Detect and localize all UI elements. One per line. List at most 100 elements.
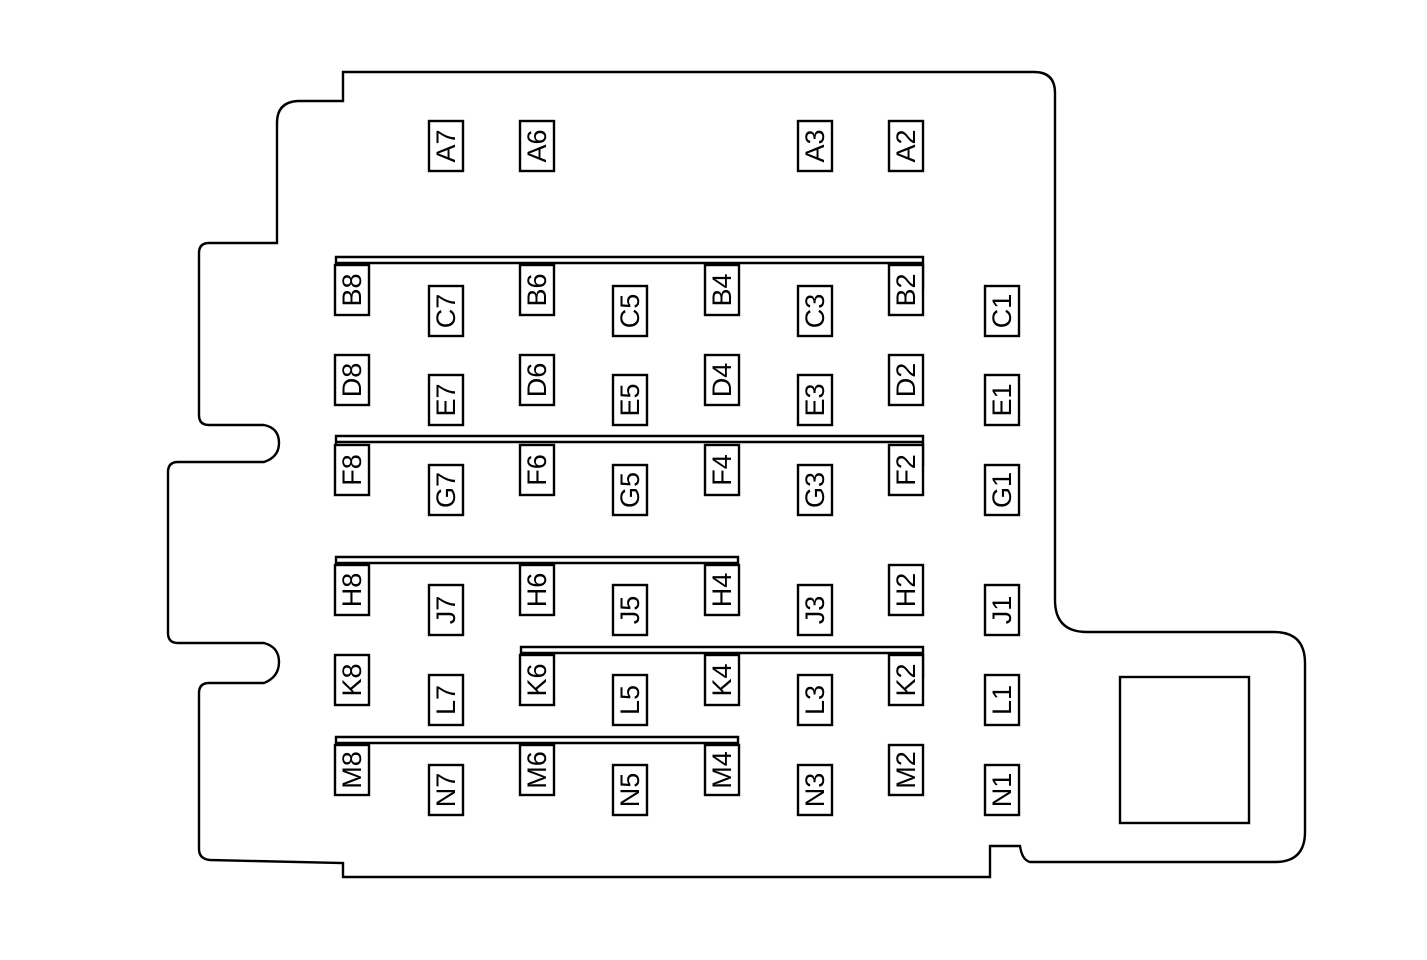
fuse-cell-l3: L3 <box>796 673 834 727</box>
fuse-cell-box <box>703 743 741 797</box>
fuse-cell-box <box>983 463 1021 517</box>
fuse-cell-label: K2 <box>891 663 921 696</box>
fuse-cell-c1: C1 <box>983 284 1021 338</box>
fuse-cell-box <box>518 263 556 317</box>
fuse-cell-label: A6 <box>522 129 552 162</box>
fuse-cell-box <box>611 583 649 637</box>
fuse-cell-b6: B6 <box>518 263 556 317</box>
fuse-cell-e1: E1 <box>983 373 1021 427</box>
fuse-cell-label: L1 <box>987 685 1017 715</box>
fuse-cell-box <box>333 263 371 317</box>
fuse-cell-h2: H2 <box>887 563 925 617</box>
fuse-cell-label: K6 <box>522 663 552 696</box>
fuse-cell-label: H8 <box>337 573 367 608</box>
fuse-cell-box <box>887 653 925 707</box>
fuse-cell-label: B2 <box>891 273 921 306</box>
fuse-cell-label: N5 <box>615 773 645 808</box>
fuse-cell-n5: N5 <box>611 763 649 817</box>
fuse-cell-label: J7 <box>431 596 461 625</box>
fuse-cell-label: M8 <box>337 751 367 789</box>
fuse-cell-label: K8 <box>337 663 367 696</box>
fuse-cell-k4: K4 <box>703 653 741 707</box>
fuse-cell-n7: N7 <box>427 763 465 817</box>
fuse-cell-box <box>518 443 556 497</box>
fuse-cell-box <box>703 563 741 617</box>
fuse-cell-box <box>518 353 556 407</box>
fuse-cell-label: D4 <box>707 363 737 398</box>
fuse-cell-a6: A6 <box>518 119 556 173</box>
fuse-cell-box <box>518 119 556 173</box>
fuse-cell-box <box>611 373 649 427</box>
fuse-cell-d8: D8 <box>333 353 371 407</box>
fuse-cell-d4: D4 <box>703 353 741 407</box>
fuse-cell-box <box>983 583 1021 637</box>
fuse-cell-label: N1 <box>987 773 1017 808</box>
fuse-cell-box <box>611 763 649 817</box>
fuse-cell-box <box>427 373 465 427</box>
fuse-cell-d6: D6 <box>518 353 556 407</box>
fuse-cell-label: G5 <box>615 472 645 508</box>
bus-bar-top <box>334 255 925 289</box>
fuse-cell-e7: E7 <box>427 373 465 427</box>
fuse-cell-a3: A3 <box>796 119 834 173</box>
fuse-cell-label: G7 <box>431 472 461 508</box>
fuse-cell-label: L7 <box>431 685 461 715</box>
fuse-cell-f6: F6 <box>518 443 556 497</box>
fuse-cell-j3: J3 <box>796 583 834 637</box>
fuse-cell-box <box>887 119 925 173</box>
fuse-cell-f2: F2 <box>887 443 925 497</box>
fuse-cell-box <box>518 653 556 707</box>
fuse-cell-box <box>427 673 465 727</box>
fuse-cell-box <box>983 373 1021 427</box>
fuse-cell-n3: N3 <box>796 763 834 817</box>
fuse-cell-box <box>983 763 1021 817</box>
fuse-cell-n1: N1 <box>983 763 1021 817</box>
fuse-cell-label: K4 <box>707 663 737 696</box>
fuse-cell-label: M6 <box>522 751 552 789</box>
fuse-cell-label: N3 <box>800 773 830 808</box>
fuse-cell-label: F2 <box>891 454 921 486</box>
fuse-cell-box <box>427 284 465 338</box>
fuse-cell-box <box>333 353 371 407</box>
fuse-cell-box <box>796 583 834 637</box>
fuse-cell-l1: L1 <box>983 673 1021 727</box>
fuse-cell-label: G1 <box>987 472 1017 508</box>
fuse-cell-label: H2 <box>891 573 921 608</box>
fuse-cell-label: M4 <box>707 751 737 789</box>
fuse-cell-label: G3 <box>800 472 830 508</box>
fuse-cell-f8: F8 <box>333 443 371 497</box>
fuse-cell-j7: J7 <box>427 583 465 637</box>
fuse-cell-h6: H6 <box>518 563 556 617</box>
fuse-cell-box <box>427 583 465 637</box>
fuse-cell-label: A3 <box>800 129 830 162</box>
fuse-cell-label: C5 <box>615 294 645 329</box>
fuse-cell-label: A2 <box>891 129 921 162</box>
fuse-cell-box <box>887 353 925 407</box>
fuse-cell-label: B4 <box>707 273 737 306</box>
fuse-cell-box <box>703 653 741 707</box>
fuse-cell-label: J5 <box>615 596 645 625</box>
fuse-cell-k6: K6 <box>518 653 556 707</box>
fuse-cell-g1: G1 <box>983 463 1021 517</box>
fuse-cell-box <box>333 653 371 707</box>
fuse-cell-g7: G7 <box>427 463 465 517</box>
fuse-cell-c3: C3 <box>796 284 834 338</box>
fuse-cell-label: L3 <box>800 685 830 715</box>
fuse-block-outline <box>166 70 1307 879</box>
fuse-cell-box <box>333 443 371 497</box>
fuse-cell-label: E5 <box>615 383 645 416</box>
fuse-cell-label: D8 <box>337 363 367 398</box>
fuse-cell-label: B6 <box>522 273 552 306</box>
fuse-cell-l7: L7 <box>427 673 465 727</box>
fuse-cell-k8: K8 <box>333 653 371 707</box>
fuse-cell-label: F8 <box>337 454 367 486</box>
fuse-cell-m2: M2 <box>887 743 925 797</box>
fuse-cell-label: J1 <box>987 596 1017 625</box>
fuse-cell-k2: K2 <box>887 653 925 707</box>
fuse-cell-box <box>796 463 834 517</box>
fuse-cell-label: N7 <box>431 773 461 808</box>
fuse-cell-box <box>611 284 649 338</box>
fuse-cell-box <box>427 463 465 517</box>
fuse-cell-box <box>796 673 834 727</box>
fuse-cell-label: E1 <box>987 383 1017 416</box>
